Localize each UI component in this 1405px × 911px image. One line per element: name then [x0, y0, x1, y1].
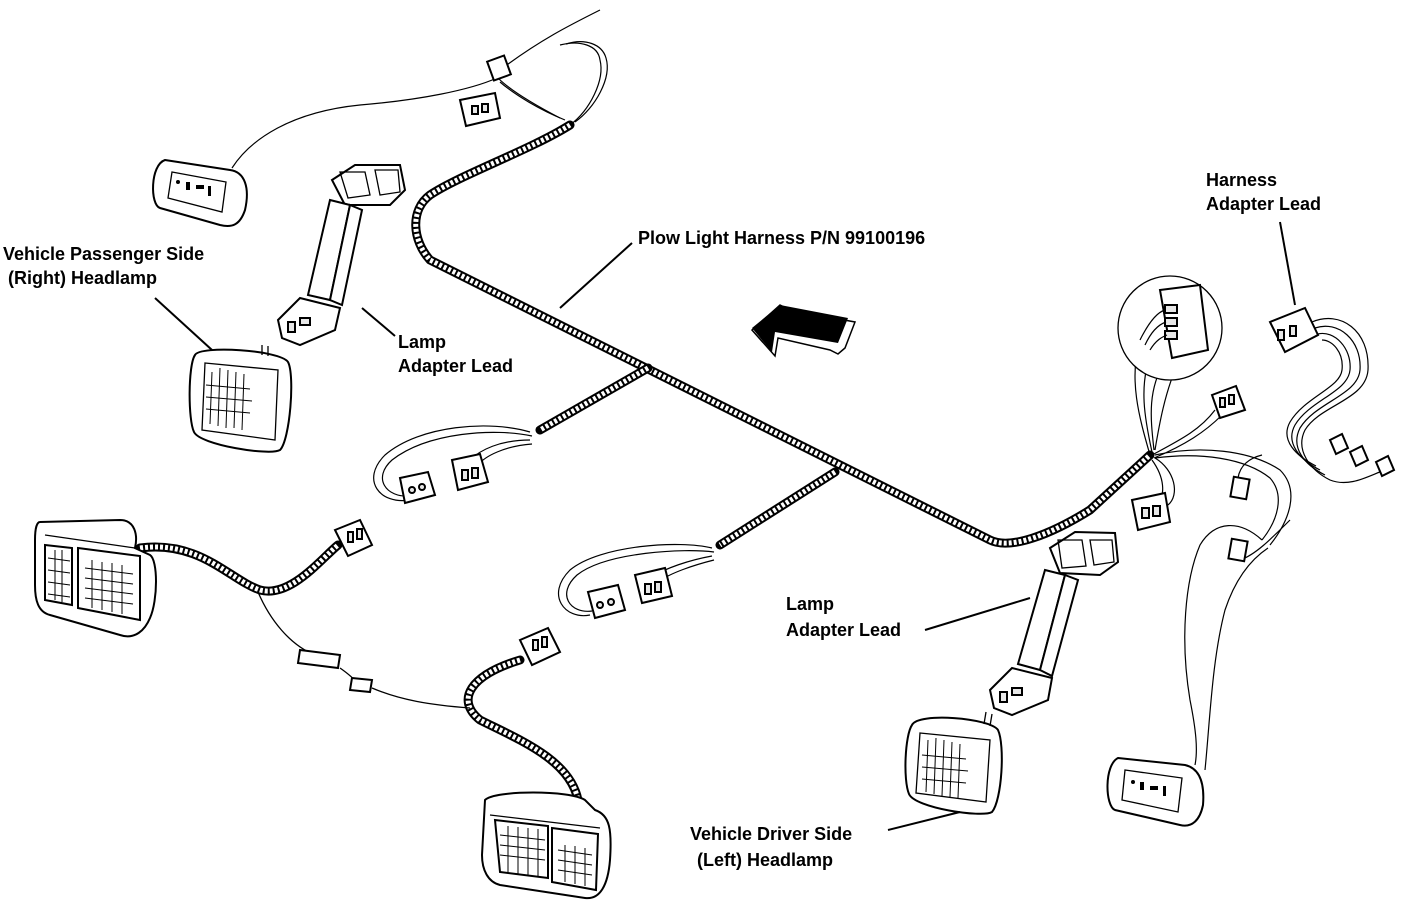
label-edge-mask — [0, 240, 3, 266]
passenger-headlamp-label-line2: (Right) Headlamp — [8, 268, 157, 288]
harness-adapter-lead-label-line1: Harness — [1206, 170, 1277, 190]
driver-side-marker-lamp — [1106, 454, 1291, 827]
plow-lamp-right — [480, 791, 612, 900]
lamp-adapter-lead-top — [276, 164, 407, 347]
driver-headlamp-label-line2: (Left) Headlamp — [697, 850, 833, 870]
lamp-adapter-lead-top-label-line1: Lamp — [398, 332, 446, 352]
passenger-side-marker-lamp — [152, 158, 248, 228]
driver-headlamp — [904, 711, 1003, 815]
lower-plow-lamp-connectors — [518, 543, 715, 667]
main-harness — [135, 120, 1155, 805]
plow-light-harness-label: Plow Light Harness P/N 99100196 — [638, 228, 925, 248]
driver-headlamp-label-line1: Vehicle Driver Side — [690, 824, 852, 844]
lamp-adapter-lead-top-label-line2: Adapter Lead — [398, 356, 513, 376]
lamp-adapter-lead-bottom-label-line2: Adapter Lead — [786, 620, 901, 640]
lamp-adapter-lead-bottom — [988, 530, 1120, 717]
labels: Harness Adapter Lead Plow Light Harness … — [3, 170, 1321, 870]
top-harness-wires — [231, 9, 608, 169]
leader-lines — [154, 221, 1296, 831]
harness-right-breakout — [1117, 275, 1292, 546]
harness-adapter-lead — [1268, 306, 1396, 484]
lamp-adapter-lead-bottom-label-line1: Lamp — [786, 594, 834, 614]
passenger-headlamp — [188, 345, 293, 453]
travel-direction-arrow-icon — [750, 304, 857, 358]
plow-lamp-jumper-wire — [257, 591, 471, 709]
harness-adapter-lead-label-line2: Adapter Lead — [1206, 194, 1321, 214]
upper-plow-lamp-connectors — [333, 425, 533, 558]
passenger-headlamp-label-line1: Vehicle Passenger Side — [3, 244, 204, 264]
plow-lamp-left — [34, 518, 157, 638]
